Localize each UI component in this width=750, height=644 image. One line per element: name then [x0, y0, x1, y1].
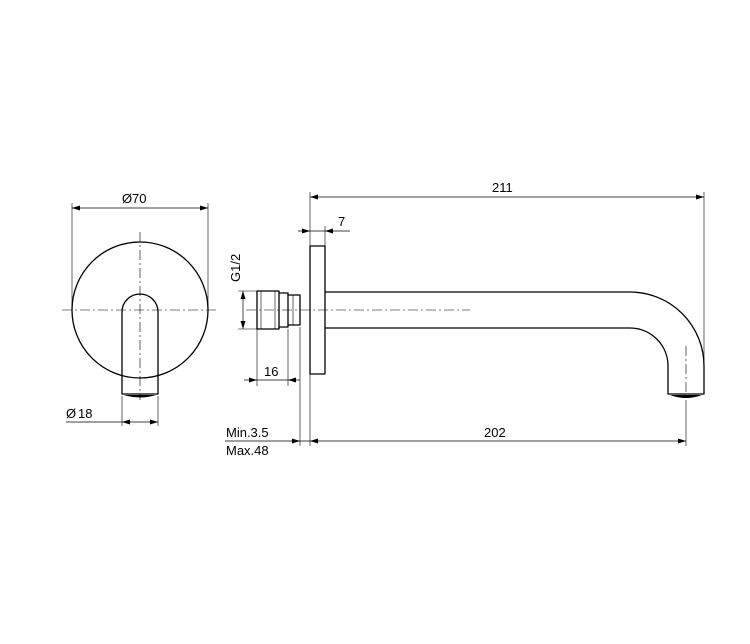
dim18-symbol: Ø: [66, 406, 76, 421]
dim70-symbol: Ø: [122, 191, 132, 206]
dim211-arrow-left: [310, 194, 318, 200]
dim202-arrow-right: [678, 438, 686, 444]
dim202-label: 202: [484, 425, 506, 440]
side-view: 211 7 G1/2 16 Min.3.5 Max.48 202: [225, 180, 705, 458]
dim211-label: 211: [492, 180, 513, 195]
wall-min-label: Min.3.5: [226, 425, 269, 440]
dim16-label: 16: [264, 364, 278, 379]
dim18-arrow-right: [150, 419, 158, 425]
g12-label: G1/2: [228, 254, 243, 282]
dim16-arrow-right: [288, 377, 296, 383]
front-view: Ø 70 Ø 18: [62, 191, 218, 426]
dim18-label: 18: [78, 406, 92, 421]
spout-tube: [324, 291, 705, 395]
dim18-arrow-left: [122, 419, 130, 425]
dim70-label: 70: [132, 191, 146, 206]
dim70-arrow-left: [72, 205, 80, 211]
g12-arrow-bottom: [240, 321, 246, 329]
dim202-arrow-left: [310, 438, 318, 444]
dim70-arrow-right: [200, 205, 208, 211]
dim7-arrow-left: [302, 228, 310, 234]
wall-dim-arrow: [292, 438, 300, 444]
dim7-label: 7: [338, 214, 345, 229]
g12-arrow-top: [240, 291, 246, 299]
dim7-arrow-right: [325, 228, 333, 234]
dim16-arrow-left: [249, 377, 257, 383]
dim211-arrow-right: [696, 194, 704, 200]
wall-max-label: Max.48: [226, 443, 269, 458]
